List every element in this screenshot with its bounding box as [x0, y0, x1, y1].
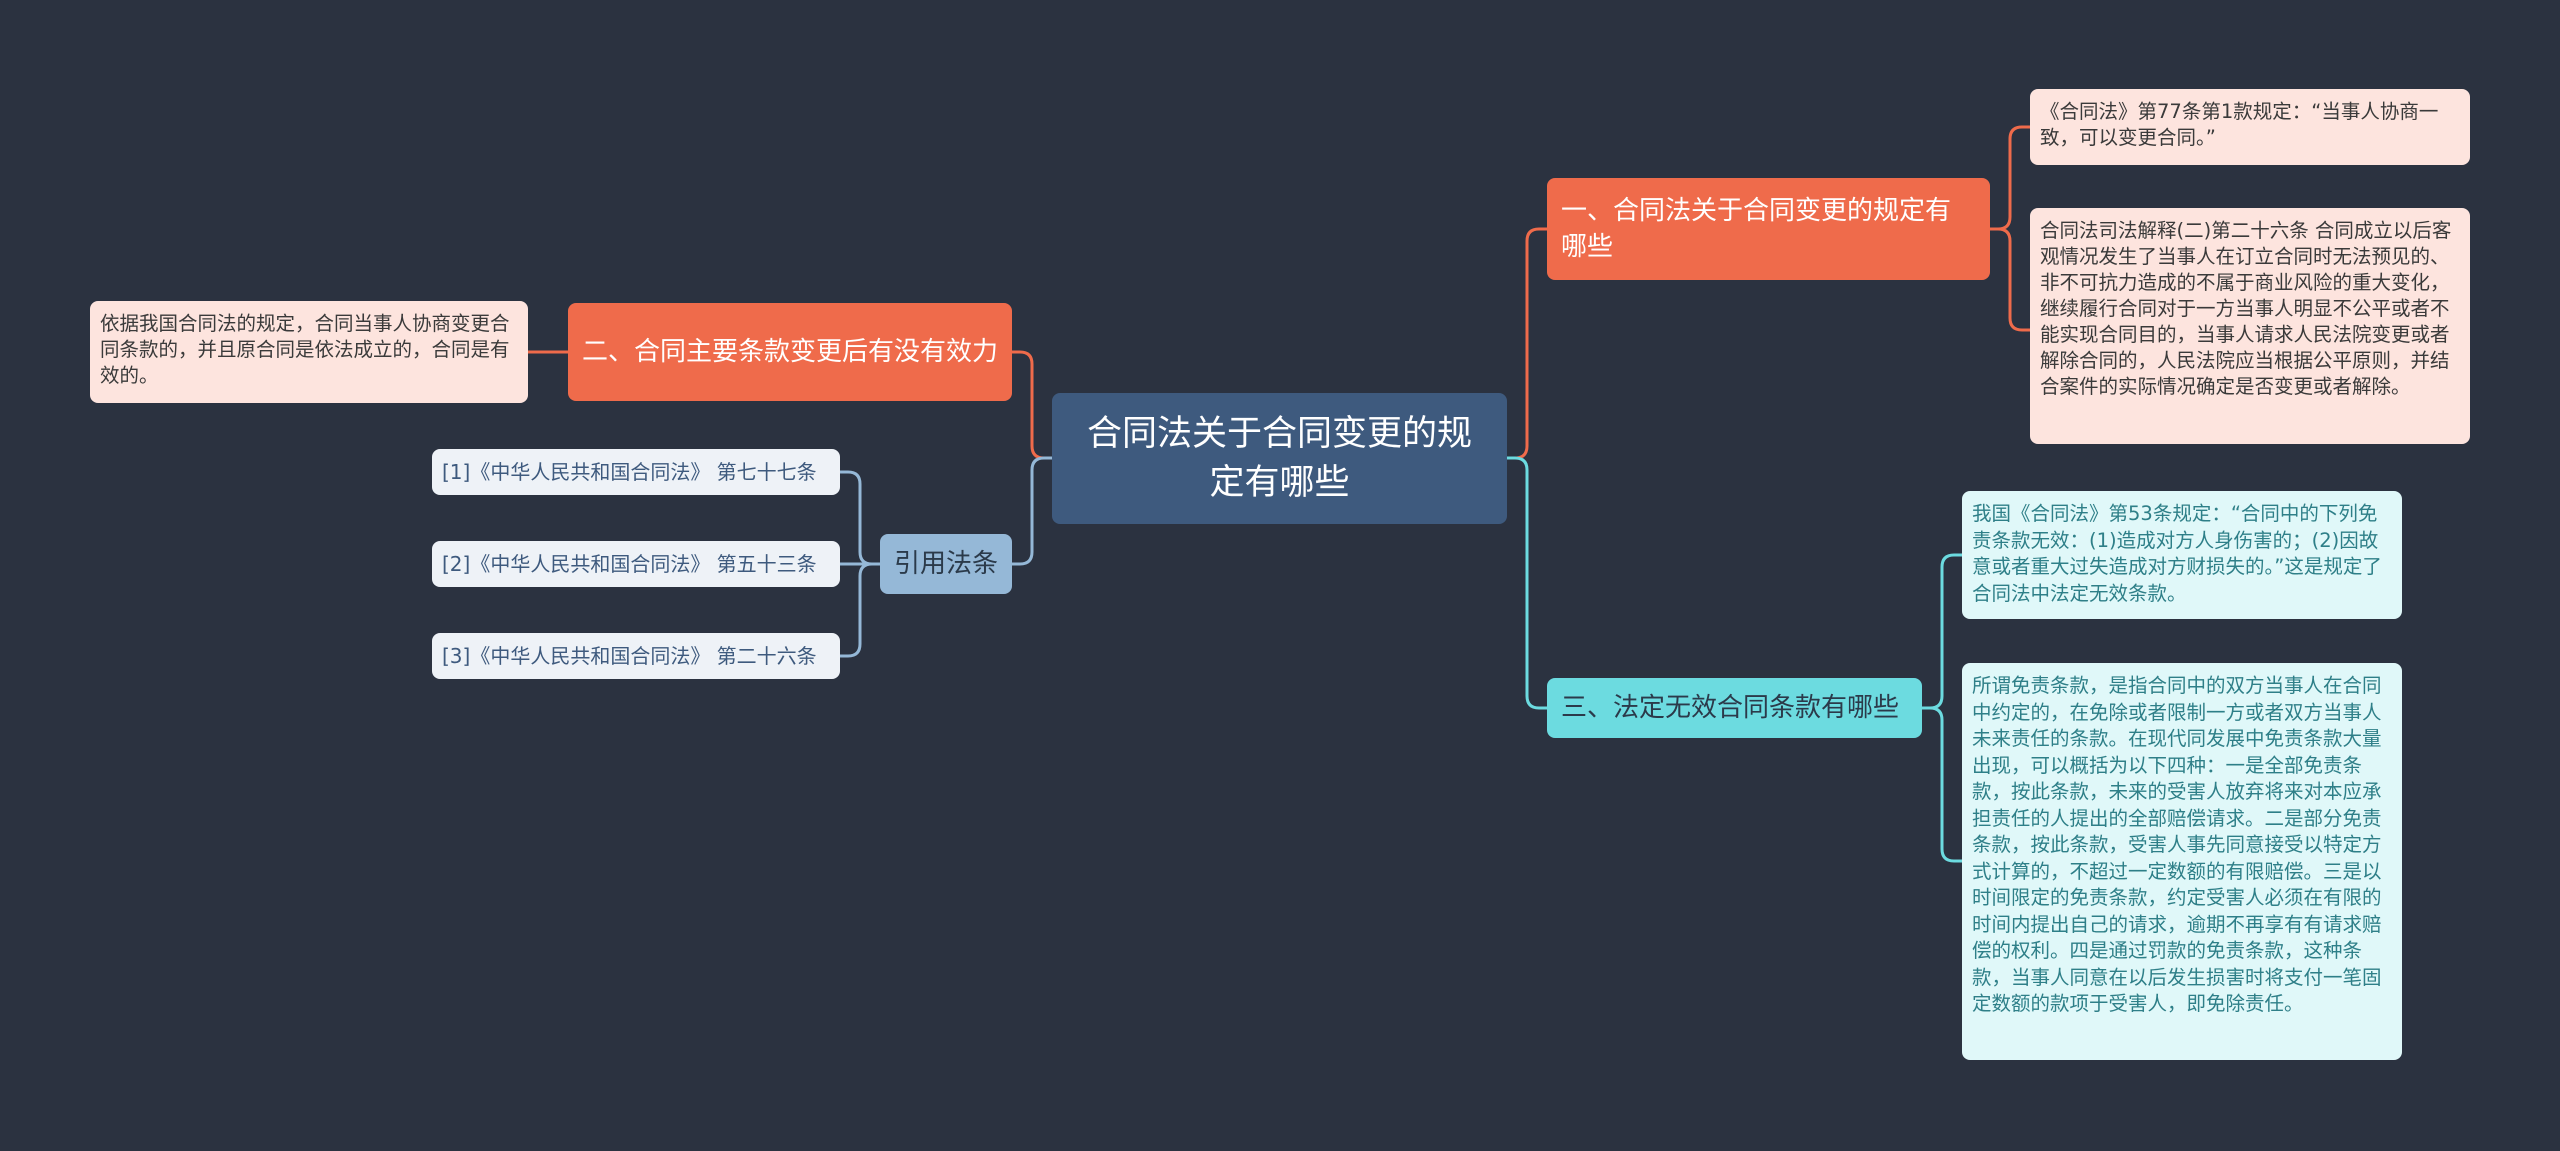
leaf-text: 合同法司法解释(二)第二十六条 合同成立以后客观情况发生了当事人在订立合同时无法…: [2040, 219, 2452, 398]
connector-b1-leaf2: [1988, 227, 2032, 332]
ref-text: [2]《中华人民共和国合同法》 第五十三条: [442, 552, 817, 576]
ref-article-77[interactable]: [1]《中华人民共和国合同法》 第七十七条: [432, 449, 840, 495]
leaf-judicial-interpretation-26[interactable]: 合同法司法解释(二)第二十六条 合同成立以后客观情况发生了当事人在订立合同时无法…: [2030, 208, 2470, 444]
branch-label: 一、合同法关于合同变更的规定有哪些: [1561, 196, 1952, 262]
central-topic-title: 合同法关于合同变更的规定有哪些: [1086, 413, 1472, 503]
connector-center-to-b1: [1505, 227, 1549, 460]
leaf-text: 所谓免责条款，是指合同中的双方当事人在合同中约定的，在免除或者限制一方或者双方当…: [1972, 674, 2382, 1015]
connector-b1-leaf1: [1988, 125, 2032, 231]
connector-b3-leaf2: [1920, 706, 1964, 863]
leaf-validity-explanation[interactable]: 依据我国合同法的规定，合同当事人协商变更合同条款的，并且原合同是依法成立的，合同…: [90, 301, 528, 403]
branch-contract-change-rules[interactable]: 一、合同法关于合同变更的规定有哪些: [1547, 178, 1990, 280]
ref-text: [1]《中华人民共和国合同法》 第七十七条: [442, 460, 817, 484]
branch-label: 二、合同主要条款变更后有没有效力: [582, 337, 999, 367]
branch-main-terms-validity[interactable]: 二、合同主要条款变更后有没有效力: [568, 303, 1012, 401]
leaf-text: 依据我国合同法的规定，合同当事人协商变更合同条款的，并且原合同是依法成立的，合同…: [100, 312, 510, 387]
branch-cited-laws[interactable]: 引用法条: [880, 534, 1012, 594]
leaf-text: 我国《合同法》第53条规定：“合同中的下列免责条款无效：(1)造成对方人身伤害的…: [1972, 502, 2382, 605]
branch-statutory-invalid-clauses[interactable]: 三、法定无效合同条款有哪些: [1547, 678, 1922, 738]
leaf-article-53[interactable]: 我国《合同法》第53条规定：“合同中的下列免责条款无效：(1)造成对方人身伤害的…: [1962, 491, 2402, 619]
branch-label: 三、法定无效合同条款有哪些: [1561, 693, 1900, 723]
connector-center-to-b2: [1010, 350, 1054, 460]
leaf-text: 《合同法》第77条第1款规定：“当事人协商一致，可以变更合同。”: [2040, 100, 2439, 149]
connector-b3-leaf1: [1920, 553, 1964, 710]
connector-refs-leaf3: [838, 562, 882, 658]
central-topic[interactable]: 合同法关于合同变更的规定有哪些: [1052, 393, 1507, 524]
connector-center-to-b3: [1505, 456, 1549, 710]
ref-article-53[interactable]: [2]《中华人民共和国合同法》 第五十三条: [432, 541, 840, 587]
ref-text: [3]《中华人民共和国合同法》 第二十六条: [442, 644, 817, 668]
ref-article-26[interactable]: [3]《中华人民共和国合同法》 第二十六条: [432, 633, 840, 679]
leaf-article-77[interactable]: 《合同法》第77条第1款规定：“当事人协商一致，可以变更合同。”: [2030, 89, 2470, 165]
connector-center-to-refs: [1010, 456, 1054, 566]
branch-label: 引用法条: [893, 549, 998, 579]
leaf-exemption-clauses[interactable]: 所谓免责条款，是指合同中的双方当事人在合同中约定的，在免除或者限制一方或者双方当…: [1962, 663, 2402, 1060]
connector-refs-leaf1: [838, 470, 882, 566]
